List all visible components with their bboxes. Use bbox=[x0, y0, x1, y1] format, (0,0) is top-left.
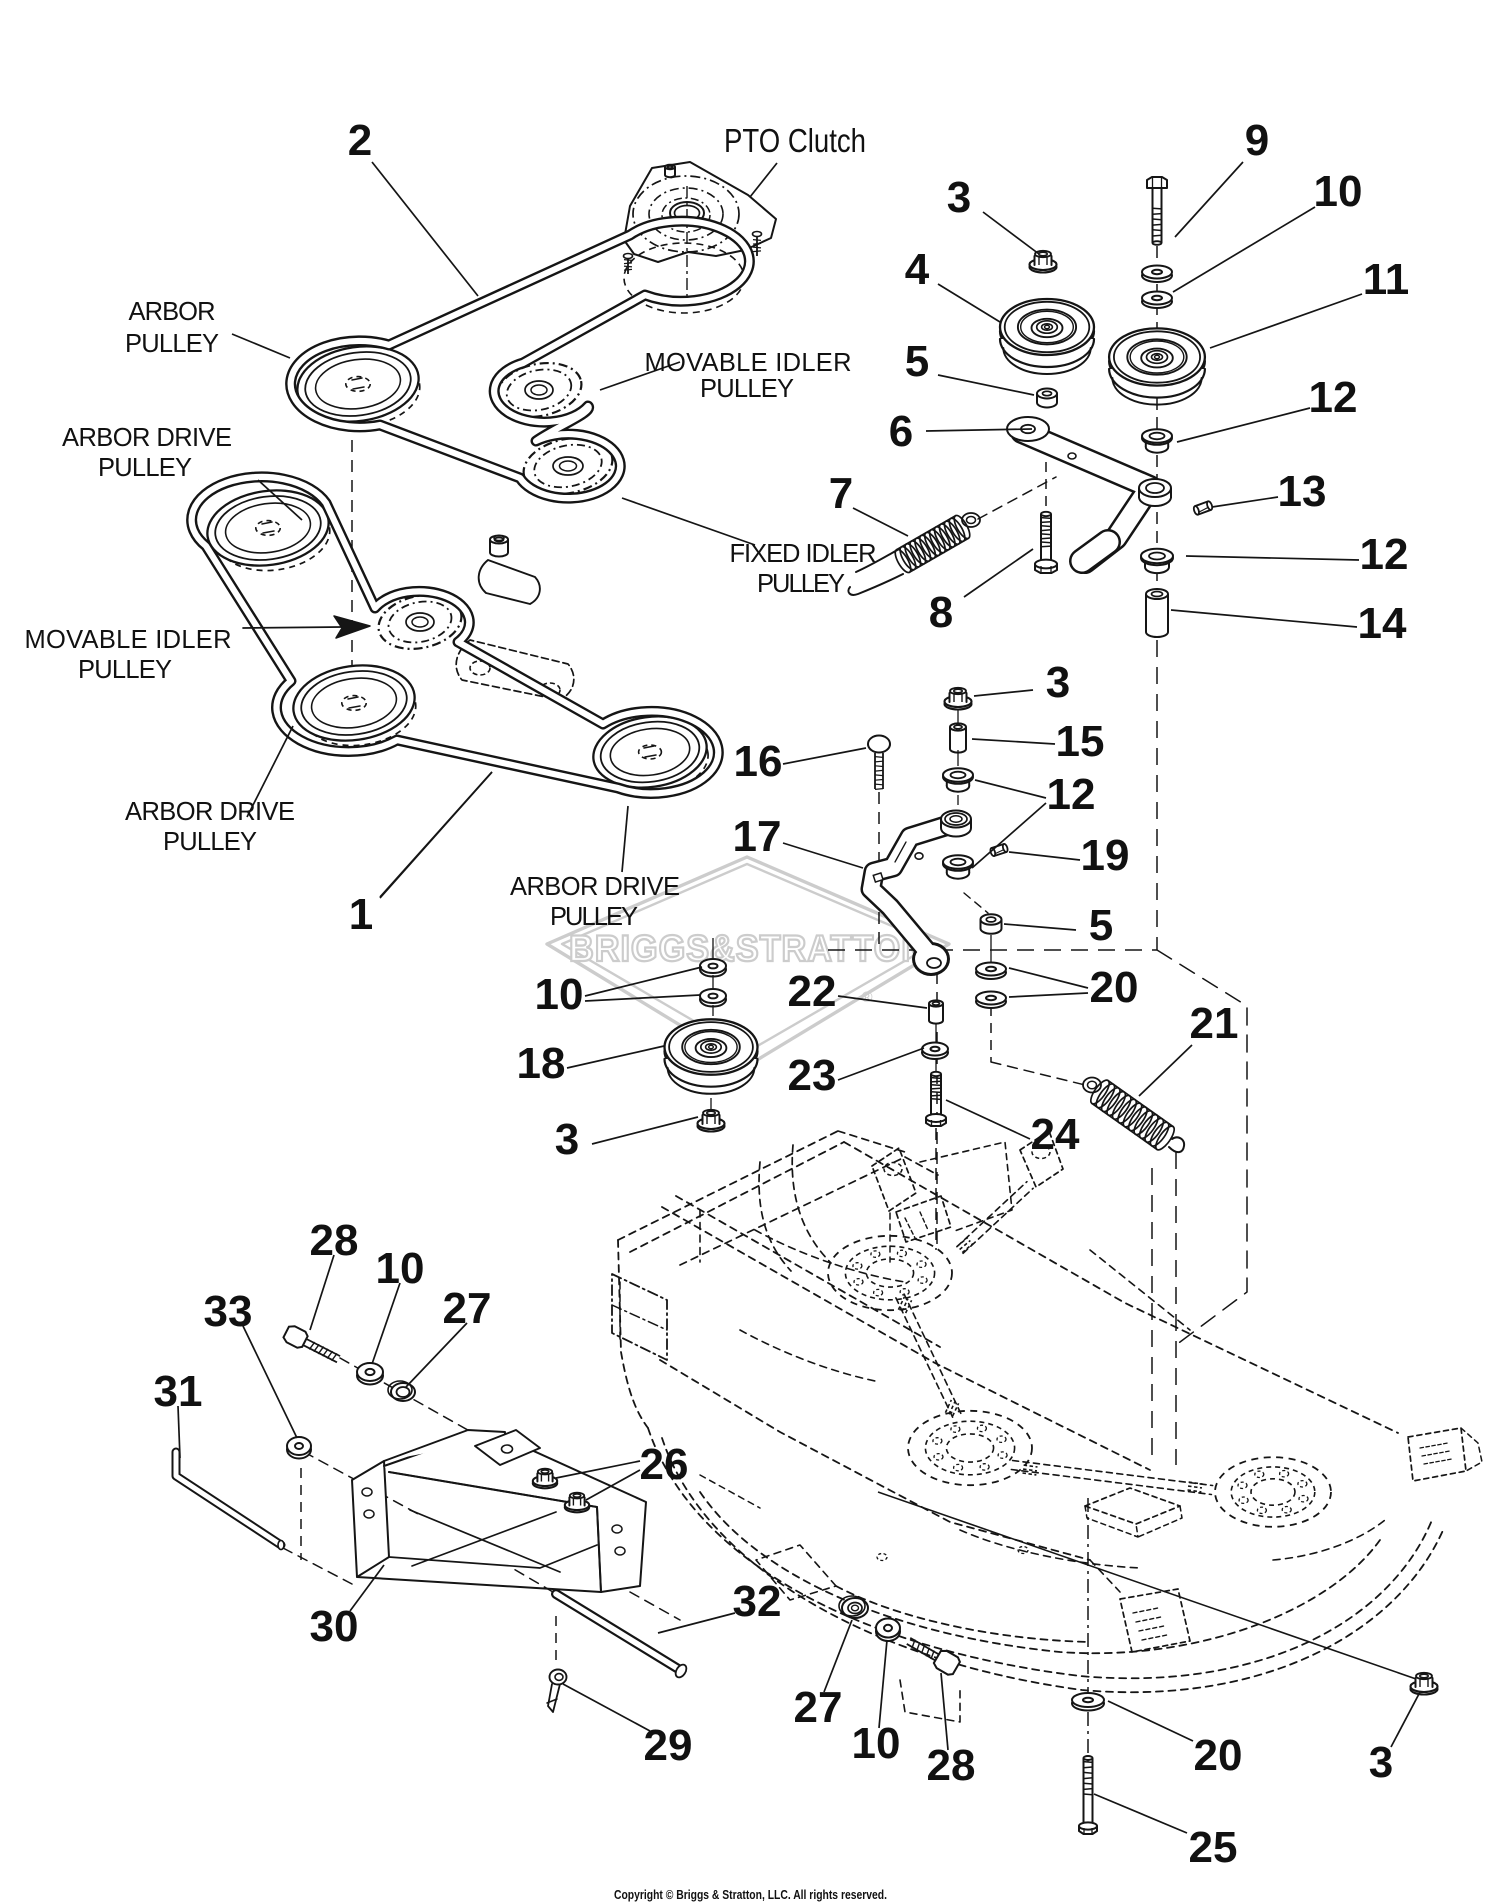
svg-text:13: 13 bbox=[1278, 467, 1327, 516]
svg-text:2: 2 bbox=[348, 116, 372, 165]
svg-text:®: ® bbox=[861, 989, 872, 1006]
svg-text:5: 5 bbox=[905, 337, 929, 386]
svg-text:20: 20 bbox=[1194, 1731, 1243, 1780]
svg-text:9: 9 bbox=[1245, 116, 1269, 165]
svg-text:PULLEY: PULLEY bbox=[98, 454, 192, 482]
svg-text:20: 20 bbox=[1090, 963, 1139, 1012]
svg-text:7: 7 bbox=[829, 469, 853, 518]
svg-text:FIXED IDLER: FIXED IDLER bbox=[730, 540, 877, 568]
svg-text:4: 4 bbox=[905, 245, 930, 294]
svg-text:Copyright © Briggs & Stratton,: Copyright © Briggs & Stratton, LLC. All … bbox=[614, 1887, 887, 1902]
svg-text:26: 26 bbox=[640, 1440, 689, 1489]
svg-text:ARBOR DRIVE: ARBOR DRIVE bbox=[510, 873, 680, 901]
svg-text:23: 23 bbox=[788, 1051, 837, 1100]
svg-text:10: 10 bbox=[535, 970, 584, 1019]
svg-text:PULLEY: PULLEY bbox=[757, 570, 845, 598]
svg-text:11: 11 bbox=[1363, 255, 1410, 304]
svg-text:16: 16 bbox=[734, 737, 783, 786]
svg-text:31: 31 bbox=[154, 1367, 203, 1416]
svg-text:17: 17 bbox=[733, 812, 782, 861]
svg-text:25: 25 bbox=[1189, 1823, 1238, 1872]
svg-text:8: 8 bbox=[929, 588, 953, 637]
svg-text:22: 22 bbox=[788, 967, 837, 1016]
svg-text:29: 29 bbox=[644, 1721, 693, 1770]
svg-text:ARBOR: ARBOR bbox=[129, 298, 216, 326]
svg-text:10: 10 bbox=[1314, 167, 1363, 216]
svg-text:MOVABLE IDLER: MOVABLE IDLER bbox=[25, 626, 232, 654]
svg-text:12: 12 bbox=[1360, 530, 1409, 579]
svg-text:3: 3 bbox=[947, 173, 971, 222]
svg-text:28: 28 bbox=[927, 1741, 976, 1790]
svg-text:15: 15 bbox=[1056, 717, 1105, 766]
svg-text:3: 3 bbox=[555, 1115, 579, 1164]
svg-text:5: 5 bbox=[1089, 901, 1113, 950]
svg-text:21: 21 bbox=[1190, 999, 1239, 1048]
svg-text:6: 6 bbox=[889, 407, 913, 456]
svg-text:PULLEY: PULLEY bbox=[163, 828, 257, 856]
svg-text:3: 3 bbox=[1369, 1738, 1393, 1787]
svg-text:PULLEY: PULLEY bbox=[78, 656, 172, 684]
svg-text:30: 30 bbox=[310, 1602, 359, 1651]
svg-text:PULLEY: PULLEY bbox=[550, 903, 638, 931]
svg-text:12: 12 bbox=[1309, 373, 1358, 422]
svg-text:ARBOR DRIVE: ARBOR DRIVE bbox=[62, 424, 232, 452]
svg-text:33: 33 bbox=[204, 1287, 253, 1336]
svg-text:18: 18 bbox=[517, 1039, 566, 1088]
svg-text:19: 19 bbox=[1081, 831, 1130, 880]
svg-text:PULLEY: PULLEY bbox=[700, 375, 794, 403]
svg-text:BRIGGS&STRATTON: BRIGGS&STRATTON bbox=[569, 928, 927, 969]
svg-text:32: 32 bbox=[733, 1577, 782, 1626]
svg-text:PTO Clutch: PTO Clutch bbox=[724, 122, 866, 159]
svg-text:27: 27 bbox=[443, 1284, 492, 1333]
svg-text:3: 3 bbox=[1046, 658, 1070, 707]
svg-text:10: 10 bbox=[376, 1244, 425, 1293]
svg-text:24: 24 bbox=[1031, 1110, 1080, 1159]
svg-text:14: 14 bbox=[1358, 599, 1407, 648]
svg-text:ARBOR DRIVE: ARBOR DRIVE bbox=[125, 798, 295, 826]
svg-text:28: 28 bbox=[310, 1216, 359, 1265]
svg-text:27: 27 bbox=[794, 1683, 843, 1732]
svg-text:10: 10 bbox=[852, 1719, 901, 1768]
svg-text:MOVABLE IDLER: MOVABLE IDLER bbox=[645, 349, 852, 377]
svg-text:1: 1 bbox=[349, 890, 373, 939]
svg-text:PULLEY: PULLEY bbox=[125, 330, 219, 358]
svg-text:12: 12 bbox=[1047, 770, 1096, 819]
